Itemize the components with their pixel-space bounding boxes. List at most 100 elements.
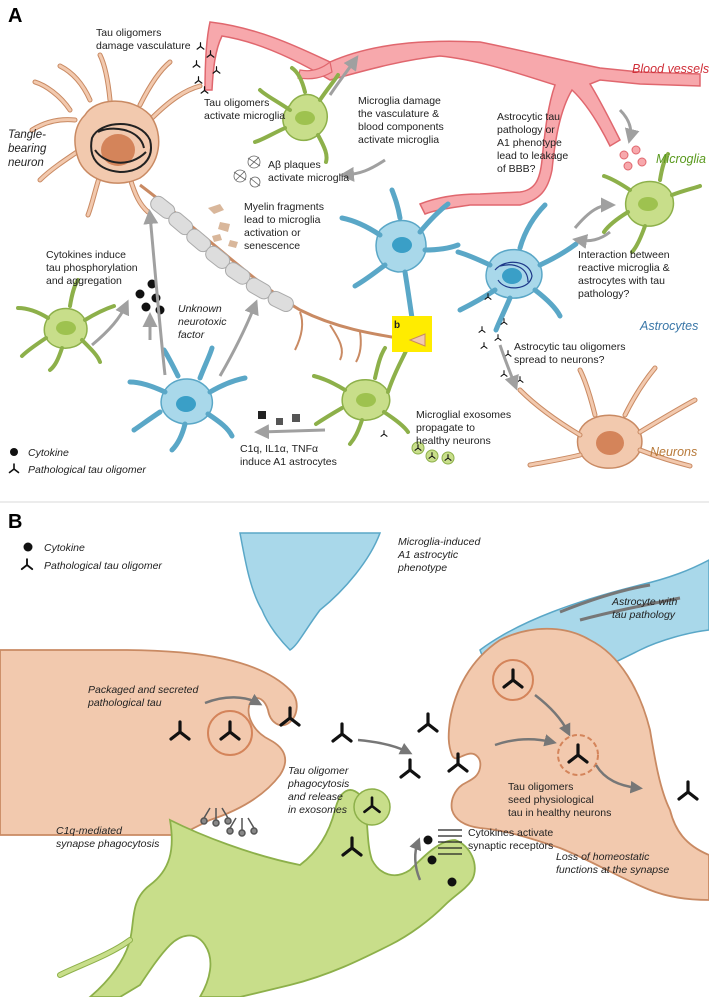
myelinated-axon [139,183,411,363]
lbl-b-cyto-2: synaptic receptors [468,840,553,852]
lbl-myelin-1: Myelin fragments [244,201,324,213]
lbl-tau-vasc-1: Tau oligomers [96,27,161,39]
lbl-unknown-1: Unknown [178,303,222,315]
b-c1q-pins [200,807,258,837]
lbl-b-c1q-1: C1q-mediated [56,825,123,837]
legend-b-tau: Pathological tau oligomer [44,560,162,572]
inset-b-label: b [394,320,400,331]
legend-b-cytokine-dot [23,542,33,552]
lbl-b-loss-1: Loss of homeostatic [556,851,650,863]
b-microglia [57,789,476,997]
b-vesicle-dashed [557,734,599,776]
neurons-label: Neurons [650,445,697,459]
lbl-mg-vasc-1: Microglia damage [358,95,441,107]
lbl-mg-vasc-2: the vasculature & [358,108,439,120]
lbl-cyto-3: and aggregation [46,275,122,287]
lbl-myelin-2: lead to microglia [244,214,321,226]
cytokine-cluster [135,279,165,315]
b-neuron-left [0,649,298,836]
lbl-b-astau-1: Astrocyte with [611,596,678,608]
legend-b-cytokine: Cytokine [44,542,85,554]
lbl-b-phago-1: Tau oligomer [288,765,349,777]
microglia-top [253,66,340,164]
lbl-inter-3: astrocytes with tau [578,275,665,287]
b-a1-astrocyte [239,532,382,651]
panel-a-labels: Tau oligomers damage vasculature Tau oli… [46,27,670,468]
lbl-b-mga1-2: A1 astrocytic [397,549,459,561]
astrocytes-label: Astrocytes [639,319,698,333]
tangle-bearing-neuron [29,52,203,218]
lbl-spread-2: spread to neurons? [514,354,605,366]
lbl-bbb-2: pathology or [497,124,555,136]
lbl-inter-1: Interaction between [578,249,670,261]
a1-factors [258,411,300,425]
lbl-c1q-1: C1q, IL1α, TNFα [240,443,318,455]
lbl-bbb-1: Astrocytic tau [497,111,560,123]
legend-a-tau: Pathological tau oligomer [28,464,146,476]
lbl-abeta-1: Aβ plaques [268,159,321,171]
tangle-label-2: bearing [8,143,47,155]
lbl-unknown-3: factor [178,329,205,341]
lbl-inter-4: pathology? [578,288,630,300]
lbl-abeta-2: activate microglia [268,172,349,184]
lbl-mg-vasc-4: activate microglia [358,134,439,146]
lbl-bbb-4: lead to leakage [497,150,568,162]
lbl-b-seed-1: Tau oligomers [508,781,573,793]
lbl-exo-3: healthy neurons [416,435,491,447]
lbl-b-mga1-1: Microglia-induced [398,536,481,548]
lbl-exo-1: Microglial exosomes [416,409,511,421]
arrows-panel-a [91,55,640,440]
myelin-fragments [208,204,238,248]
microglia-bottom [312,340,412,446]
lbl-b-pack-2: pathological tau [87,697,162,709]
abeta-plaques [233,155,261,188]
b-cytokines [423,835,457,887]
panel-b-letter: B [8,511,22,533]
synapse-marker [408,333,426,347]
lbl-tau-act-2: activate microglia [204,110,285,122]
lbl-bbb-5: of BBB? [497,163,536,175]
lbl-tau-vasc-2: damage vasculature [96,40,191,52]
lbl-b-pack-1: Packaged and secreted [88,684,199,696]
tangle-label-3: neuron [8,157,44,169]
b-synaptic-receptors [438,829,462,855]
lbl-b-phago-2: phagocytosis [287,778,350,790]
lbl-b-phago-3: and release [288,791,343,803]
legend-b-tau-icon [20,558,34,571]
lbl-inter-2: reactive microglia & [578,262,670,274]
legend-a-cytokine: Cytokine [28,447,69,459]
lbl-cyto-2: tau phosphorylation [46,262,138,274]
lbl-unknown-2: neurotoxic [178,316,227,328]
lbl-myelin-4: senescence [244,240,300,252]
lbl-myelin-3: activation or [244,227,301,239]
lbl-bbb-3: A1 phenotype [497,137,562,149]
lbl-tau-act-1: Tau oligomers [204,97,269,109]
lbl-b-astau-2: tau pathology [612,609,676,621]
tangle-label-1: Tangle- [8,129,46,141]
lbl-b-seed-2: seed physiological [508,794,594,806]
lbl-b-loss-2: functions at the synapse [556,864,669,876]
panel-b-labels: Microglia-induced A1 astrocytic phenotyp… [56,536,678,876]
lbl-b-c1q-2: synapse phagocytosis [56,838,160,850]
microglial-exosomes [380,430,455,465]
lbl-b-mga1-3: phenotype [397,562,447,574]
astrocyte-bottom [127,345,248,453]
blood-vessels-label: Blood vessels [632,62,709,76]
legend-a-tau-icon [8,463,20,474]
legend-a-cytokine-dot [10,448,18,456]
astrocyte-center [339,187,461,321]
lbl-mg-vasc-3: blood components [358,121,444,133]
neuron-bottom-right [517,365,698,469]
panel-a-letter: A [8,5,22,27]
tau-oligomers-astrocyte [478,293,524,383]
lbl-spread-1: Astrocytic tau oligomers [514,341,625,353]
lbl-b-cyto-1: Cytokines activate [468,827,553,839]
astrocyte-tau [455,202,579,333]
microglia-left [16,278,116,372]
lbl-c1q-2: induce A1 astrocytes [240,456,337,468]
microglia-right [602,152,702,254]
b-arrows [204,693,643,881]
lbl-b-seed-3: tau in healthy neurons [508,807,611,819]
lbl-b-phago-4: in exosomes [288,804,348,816]
